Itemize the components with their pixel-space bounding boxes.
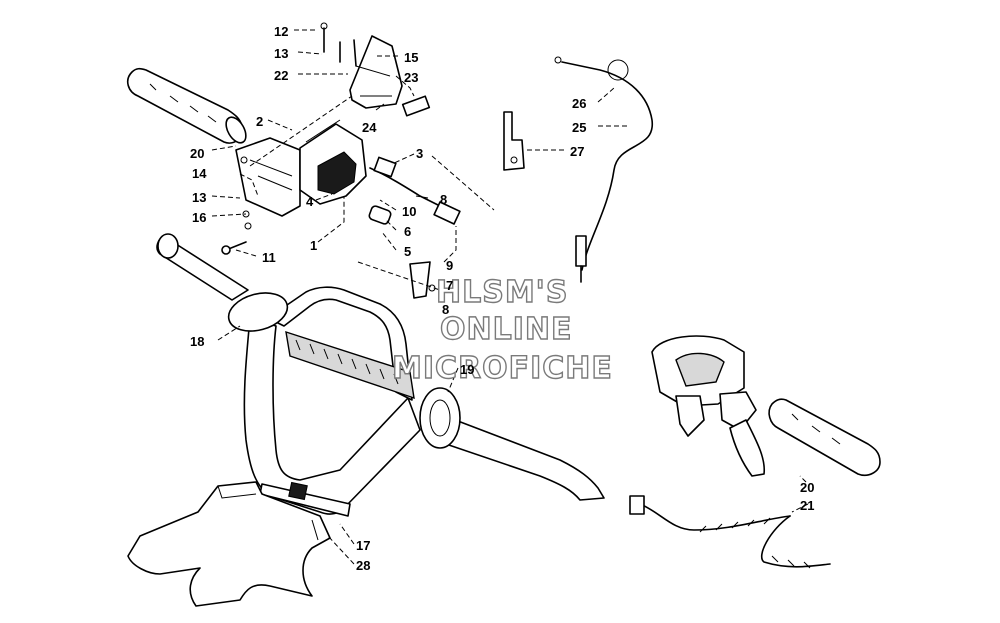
callout-22: 22 (274, 68, 288, 83)
callout-9: 9 (446, 258, 453, 273)
watermark: HLSM'S ONLINE MICROFICHE (391, 274, 613, 386)
callout-21: 21 (800, 498, 814, 513)
watermark-line-3: MICROFICHE (392, 351, 613, 386)
callout-16: 16 (192, 210, 206, 225)
throttle-cable-part-25 (503, 56, 653, 283)
callout-20-upper: 20 (190, 146, 204, 161)
handlebar-part-18-19 (156, 233, 605, 517)
callout-27: 27 (570, 144, 584, 159)
callout-13-lower: 13 (192, 190, 206, 205)
callout-12: 12 (274, 24, 288, 39)
callout-20-lower: 20 (800, 480, 814, 495)
callout-3: 3 (416, 146, 423, 161)
callout-19: 19 (460, 362, 474, 377)
handlebar-pad-part-17-28 (127, 481, 331, 607)
callout-labels: 12 13 22 15 23 24 2 20 14 13 16 3 4 10 8… (190, 24, 814, 573)
right-control-assembly-part-20-21 (629, 335, 881, 569)
callout-17: 17 (356, 538, 370, 553)
callout-13-upper: 13 (274, 46, 288, 61)
callout-2: 2 (256, 114, 263, 129)
callout-24: 24 (362, 120, 377, 135)
callout-10: 10 (402, 204, 416, 219)
callout-11: 11 (262, 250, 276, 265)
callout-18: 18 (190, 334, 204, 349)
callout-4: 4 (306, 194, 314, 209)
callout-28: 28 (356, 558, 370, 573)
callout-7: 7 (446, 278, 453, 293)
left-grip-part-20 (126, 67, 247, 144)
callout-26: 26 (572, 96, 586, 111)
callout-23: 23 (404, 70, 418, 85)
callout-1: 1 (310, 238, 317, 253)
callout-8-upper: 8 (440, 192, 447, 207)
watermark-line-2: ONLINE (440, 312, 573, 347)
callout-5: 5 (404, 244, 411, 259)
callout-25: 25 (572, 120, 586, 135)
switch-housing-part-1-4 (221, 119, 461, 299)
callout-15: 15 (404, 50, 418, 65)
callout-8-lower: 8 (442, 302, 449, 317)
throttle-mount-part-15 (320, 22, 431, 117)
callout-6: 6 (404, 224, 411, 239)
watermark-line-1: HLSM'S (436, 275, 568, 310)
callout-14: 14 (192, 166, 207, 181)
leader-lines (211, 29, 809, 565)
